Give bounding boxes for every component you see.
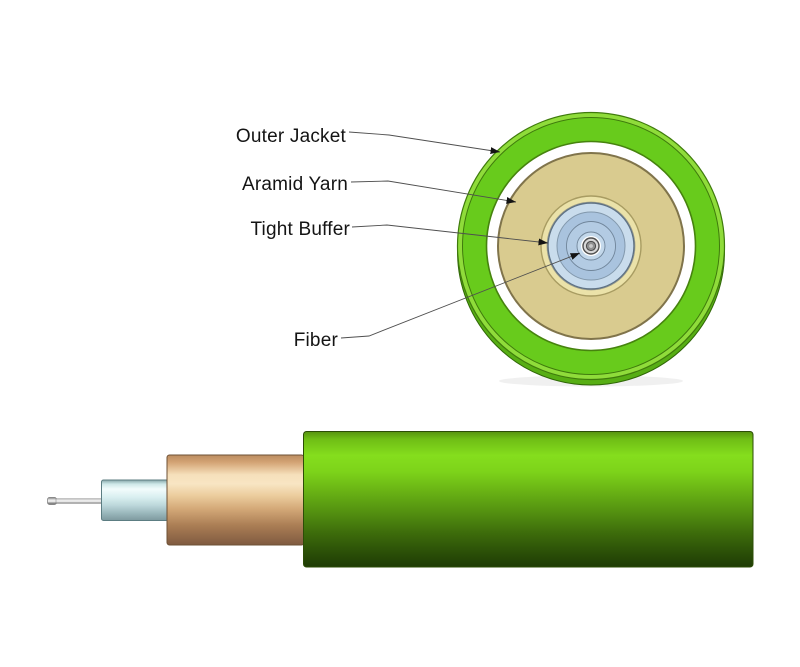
cross-section-view [456, 111, 726, 387]
label-tight-buffer: Tight Buffer [250, 219, 350, 240]
label-fiber: Fiber [293, 330, 338, 351]
bare-fiber-tip [47, 497, 57, 505]
fiber-core [589, 244, 593, 248]
leader-line-fiber [340, 252, 581, 339]
leader-line-tight-buffer [351, 224, 549, 246]
label-outer-jacket: Outer Jacket [235, 126, 346, 147]
leader-lines [340, 131, 581, 339]
leader-line-aramid-yarn [350, 180, 517, 204]
side-view [47, 431, 754, 568]
buffer-cylinder [101, 479, 169, 521]
bare-fiber-strand [55, 498, 104, 504]
leader-line-outer-jacket [348, 131, 501, 155]
jacket-cylinder [303, 431, 754, 568]
label-aramid-yarn: Aramid Yarn [241, 174, 348, 195]
aramid-cylinder [166, 454, 305, 546]
